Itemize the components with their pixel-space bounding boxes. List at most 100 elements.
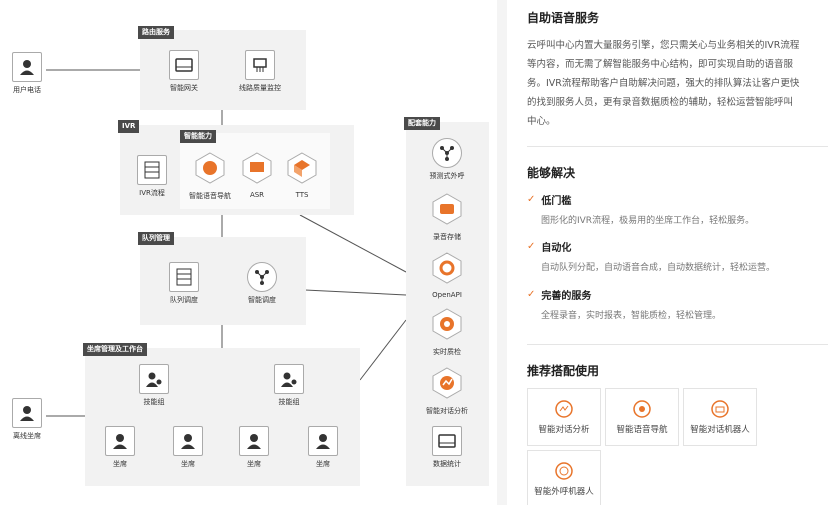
network-icon: [432, 138, 462, 168]
person-icon: [239, 426, 269, 456]
voice-nav-icon: [195, 152, 225, 184]
line-monitor-label: 线路质量监控: [239, 84, 281, 92]
person-gear-icon: [274, 364, 304, 394]
smart-dispatch-node: 智能调度: [232, 262, 292, 305]
openapi-label: OpenAPI: [432, 291, 462, 299]
line-monitor-node: 线路质量监控: [230, 50, 290, 93]
recommend-title: 推荐搭配使用: [527, 364, 600, 378]
feature-desc: 自动队列分配，自动语音合成，自动数据统计，轻松运营。: [541, 263, 776, 273]
divider-line: [527, 344, 828, 345]
analysis-node: 智能对话分析: [417, 367, 477, 416]
queue-tag: 队列管理: [138, 232, 174, 245]
predictive-node: 预测式外呼: [417, 138, 477, 181]
product-card[interactable]: 智能外呼机器人: [527, 450, 601, 505]
seat-label: 坐席: [247, 460, 261, 468]
feature-desc: 全程录音，实时报表，智能质检，轻松管理。: [541, 311, 722, 321]
product-card[interactable]: 智能语音导航: [605, 388, 679, 446]
routing-tag: 路由服务: [138, 26, 174, 39]
smart-dispatch-label: 智能调度: [248, 296, 276, 304]
tts-node: TTS: [272, 152, 332, 199]
qc-node: 实时质检: [417, 308, 477, 357]
desc-line: 的找到服务人员，更有录音数据质检的辅助，轻松运营智能呼叫: [527, 97, 794, 108]
seat-label: 坐席: [181, 460, 195, 468]
user-phone-label: 用户电话: [13, 86, 41, 94]
solve-title: 能够解决: [527, 166, 576, 180]
product-card[interactable]: 智能对话机器人: [683, 388, 757, 446]
recording-label: 录音存储: [433, 233, 461, 241]
asr-node: ASR: [227, 152, 287, 199]
queue-dispatch-node: 队列调度: [154, 262, 214, 305]
person-icon: [12, 398, 42, 428]
info-panel: 自助语音服务 云呼叫中心内置大量服务引擎，您只需关心与业务相关的IVR流程 等内…: [497, 0, 828, 505]
gateway-label: 智能网关: [170, 84, 198, 92]
divider: [497, 0, 507, 505]
recording-node: 录音存储: [417, 193, 477, 242]
voice-nav-icon: [633, 400, 651, 418]
server-icon: [137, 155, 167, 185]
openapi-node: OpenAPI: [417, 252, 477, 299]
offline-seat-node: 离线坐席: [0, 398, 57, 441]
gateway-node: 智能网关: [154, 50, 214, 93]
skill-group-2-label: 技能组: [278, 398, 300, 406]
smart-nav-label: 智能语音导航: [189, 192, 231, 200]
qc-icon: [432, 308, 462, 340]
analysis-label: 智能对话分析: [426, 407, 468, 415]
feature-title: 低门槛: [541, 196, 572, 207]
ivr-flow-node: IVR流程: [122, 155, 182, 198]
desc-line: 云呼叫中心内置大量服务引擎，您只需关心与业务相关的IVR流程: [527, 40, 800, 51]
seat-panel: [85, 348, 360, 486]
check-icon: ✓: [527, 289, 536, 300]
check-icon: ✓: [527, 194, 536, 205]
robot-icon: [711, 400, 729, 418]
outbound-robot-icon: [555, 462, 573, 480]
stats-node: 数据统计: [417, 426, 477, 469]
feature-desc: 图形化的IVR流程，极易用的坐席工作台，轻松服务。: [541, 216, 755, 226]
check-icon: ✓: [527, 241, 536, 252]
server-icon: [169, 262, 199, 292]
card-label: 智能语音导航: [616, 425, 668, 435]
person-gear-icon: [139, 364, 169, 394]
ivr-flow-label: IVR流程: [139, 189, 165, 197]
asr-icon: [242, 152, 272, 184]
desc-line: 中心。: [527, 116, 556, 127]
user-phone-node: 用户电话: [0, 52, 57, 95]
analysis-icon: [432, 367, 462, 399]
queue-panel: [140, 237, 306, 325]
desc-line: 务。IVR流程帮助客户自助解决问题，强大的排队算法让客户更快: [527, 78, 800, 89]
panel-title: 自助语音服务: [527, 11, 600, 25]
seat-node: 坐席: [293, 426, 353, 469]
person-icon: [173, 426, 203, 456]
panel-description: 云呼叫中心内置大量服务引擎，您只需关心与业务相关的IVR流程 等内容，而无需了解…: [527, 36, 827, 131]
chip-icon: [245, 50, 275, 80]
person-icon: [12, 52, 42, 82]
config-panel: [406, 122, 489, 486]
monitor-icon: [432, 426, 462, 456]
queue-dispatch-label: 队列调度: [170, 296, 198, 304]
analysis-icon: [555, 400, 573, 418]
seat-label: 坐席: [113, 460, 127, 468]
api-icon: [432, 252, 462, 284]
config-tag: 配套能力: [404, 117, 440, 130]
seat-node: 坐席: [224, 426, 284, 469]
tts-label: TTS: [295, 191, 309, 199]
smart-tag: 智能能力: [180, 130, 216, 143]
product-card[interactable]: 智能对话分析: [527, 388, 601, 446]
person-icon: [105, 426, 135, 456]
person-icon: [308, 426, 338, 456]
card-label: 智能外呼机器人: [534, 487, 594, 497]
tts-icon: [287, 152, 317, 184]
feature-title: 自动化: [541, 243, 572, 254]
gateway-icon: [169, 50, 199, 80]
feature-item: ✓完善的服务 全程录音，实时报表，智能质检，轻松管理。: [527, 287, 721, 321]
network-icon: [247, 262, 277, 292]
offline-seat-label: 离线坐席: [13, 432, 41, 440]
stats-label: 数据统计: [433, 460, 461, 468]
seat-node: 坐席: [90, 426, 150, 469]
routing-panel: [140, 30, 306, 110]
divider-line: [527, 146, 828, 147]
card-label: 智能对话机器人: [690, 425, 750, 435]
card-label: 智能对话分析: [538, 425, 590, 435]
storage-icon: [432, 193, 462, 225]
skill-group-1-node: 技能组: [124, 364, 184, 407]
feature-item: ✓ 自动化 自动队列分配，自动语音合成，自动数据统计，轻松运营。: [527, 239, 775, 273]
